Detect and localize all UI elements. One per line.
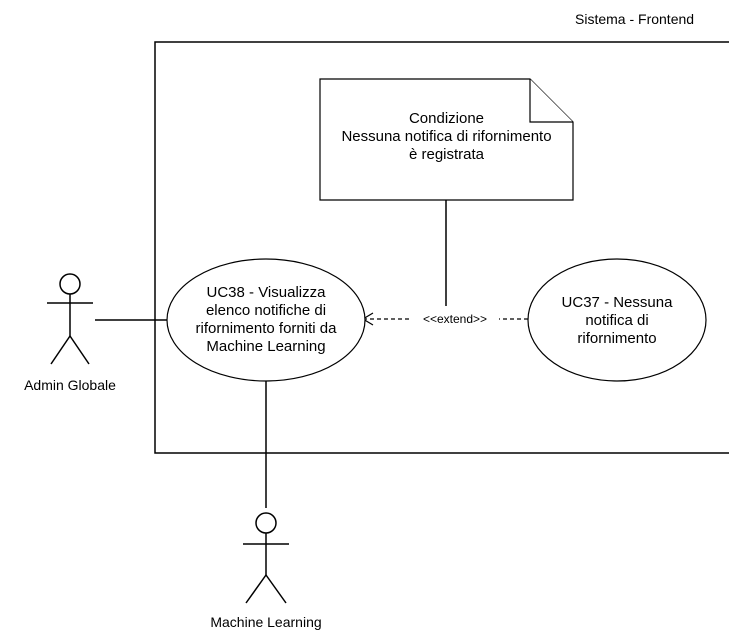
uc38-line-3: rifornimento forniti da [195,320,337,337]
actor-admin-globale-figure[interactable] [47,273,93,365]
uc37-line-3: rifornimento [577,330,657,347]
uc38-line-1: UC38 - Visualizza [206,284,326,301]
condition-note-text: Condizione Nessuna notifica di rifornime… [320,110,573,164]
note-fold [529,79,573,123]
system-title: Sistema - Frontend [575,11,695,27]
actor-machine-learning-figure[interactable] [243,512,289,604]
uc37-line-2: notifica di [585,312,649,329]
extend-label: <<extend>> [422,312,488,326]
use-case-uc38[interactable] [166,258,366,382]
uc37-line-1: UC37 - Nessuna [561,294,673,311]
condition-note[interactable] [319,78,574,201]
use-case-uc37[interactable] [527,258,707,382]
note-line-1: Condizione [408,110,485,127]
use-case-uc37-label: UC37 - Nessuna notifica di rifornimento [528,294,706,348]
extend-label-bg [411,312,499,328]
use-case-uc38-label: UC38 - Visualizza elenco notifiche di ri… [167,284,365,356]
uc38-line-4: Machine Learning [206,338,326,355]
actor-machine-learning-name: Machine Learning [210,614,322,630]
note-line-2: Nessuna notifica di rifornimento [341,128,552,145]
actor-admin-globale-name: Admin Globale [24,377,116,393]
note-line-3: è registrata [408,146,485,163]
uc38-line-2: elenco notifiche di [205,302,327,319]
system-boundary[interactable] [154,41,729,454]
